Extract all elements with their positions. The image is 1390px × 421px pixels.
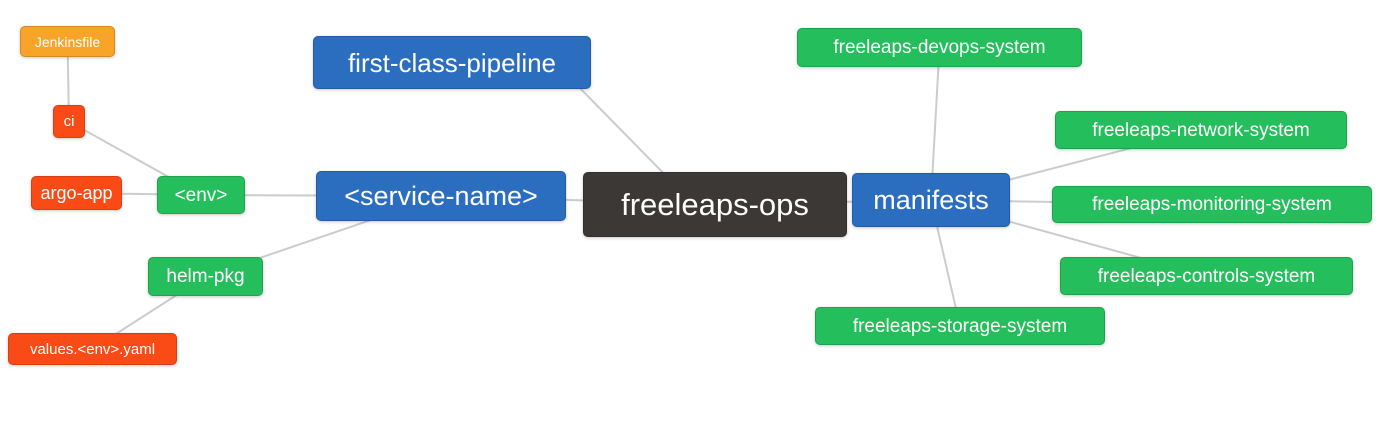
- node-env[interactable]: <env>: [157, 176, 245, 214]
- node-jenkinsfile[interactable]: Jenkinsfile: [20, 26, 115, 57]
- node-service-name[interactable]: <service-name>: [316, 171, 566, 221]
- node-freeleaps-ops[interactable]: freeleaps-ops: [583, 172, 847, 237]
- node-values-env-yaml[interactable]: values.<env>.yaml: [8, 333, 177, 365]
- node-argo-app[interactable]: argo-app: [31, 176, 122, 210]
- node-ci[interactable]: ci: [53, 105, 85, 138]
- node-manifests[interactable]: manifests: [852, 173, 1010, 227]
- node-helm-pkg[interactable]: helm-pkg: [148, 257, 263, 296]
- node-first-class-pipeline[interactable]: first-class-pipeline: [313, 36, 591, 89]
- node-freeleaps-controls-system[interactable]: freeleaps-controls-system: [1060, 257, 1353, 295]
- node-freeleaps-devops-system[interactable]: freeleaps-devops-system: [797, 28, 1082, 67]
- node-freeleaps-network-system[interactable]: freeleaps-network-system: [1055, 111, 1347, 149]
- node-freeleaps-storage-system[interactable]: freeleaps-storage-system: [815, 307, 1105, 345]
- node-freeleaps-monitoring-system[interactable]: freeleaps-monitoring-system: [1052, 186, 1372, 223]
